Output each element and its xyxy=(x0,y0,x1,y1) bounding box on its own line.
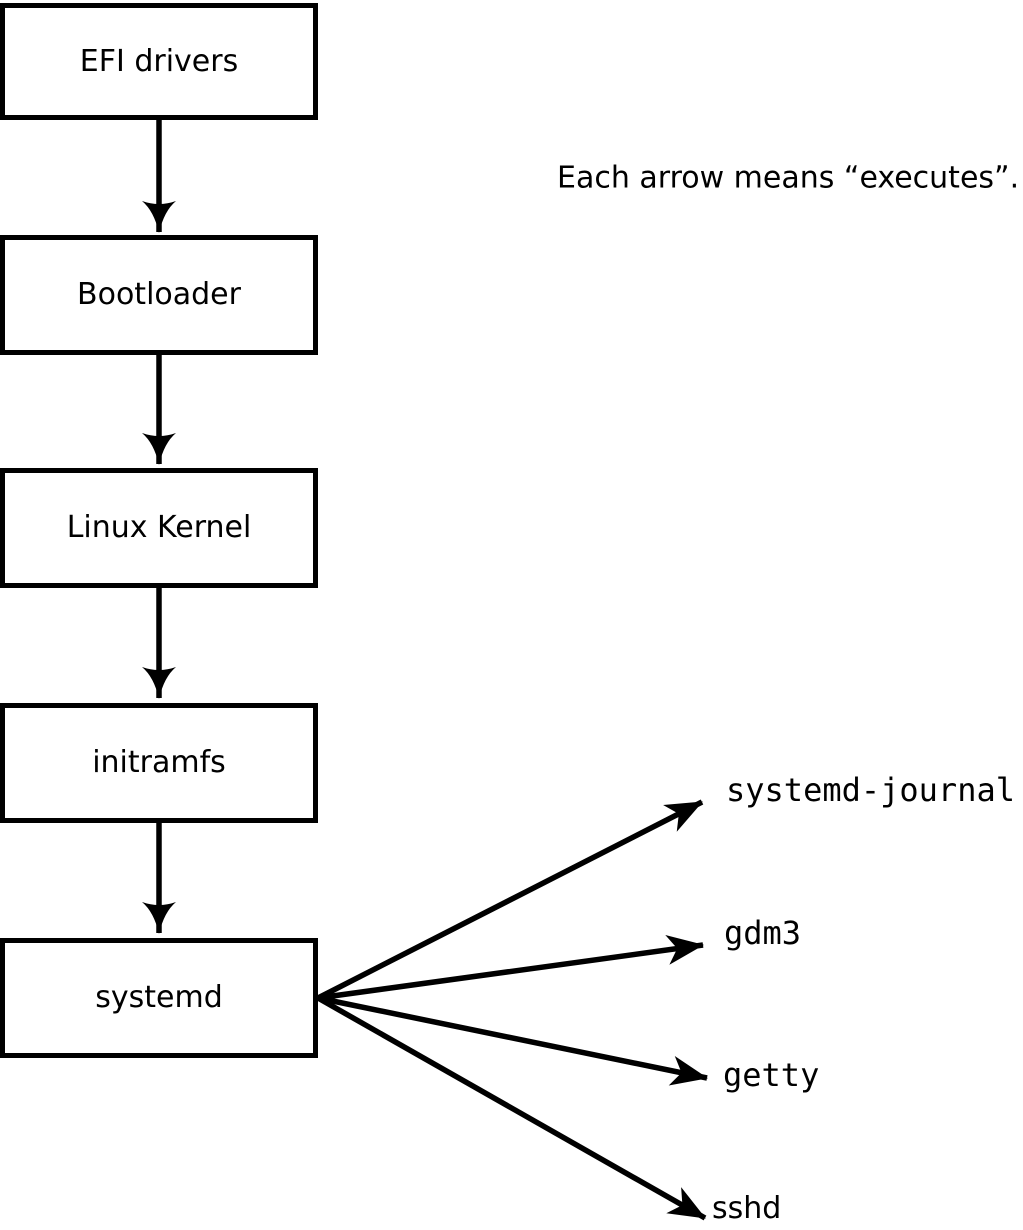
node-initramfs: initramfs xyxy=(0,703,318,823)
node-systemd-label: systemd xyxy=(95,980,223,1015)
node-initramfs-label: initramfs xyxy=(92,745,226,780)
target-getty: getty xyxy=(723,1056,820,1094)
node-efi-drivers-label: EFI drivers xyxy=(79,43,239,79)
target-gdm3: gdm3 xyxy=(724,914,802,952)
arrow-systemd-to-gdm3 xyxy=(317,935,704,1001)
arrow-systemd-to-sshd xyxy=(316,995,707,1221)
legend-note: Each arrow means “executes”. xyxy=(557,160,1020,196)
target-sshd: sshd xyxy=(712,1191,782,1226)
node-systemd: systemd xyxy=(0,938,318,1058)
target-systemd-journal: systemd-journal xyxy=(726,771,1015,809)
node-linux-kernel-label: Linux Kernel xyxy=(66,510,252,545)
node-efi-drivers: EFI drivers xyxy=(0,3,318,120)
node-bootloader-label: Bootloader xyxy=(77,277,241,312)
arrow-systemd-to-getty xyxy=(317,995,708,1086)
node-linux-kernel: Linux Kernel xyxy=(0,468,318,588)
node-bootloader: Bootloader xyxy=(0,235,318,355)
arrow-systemd-to-journal xyxy=(316,799,704,1001)
